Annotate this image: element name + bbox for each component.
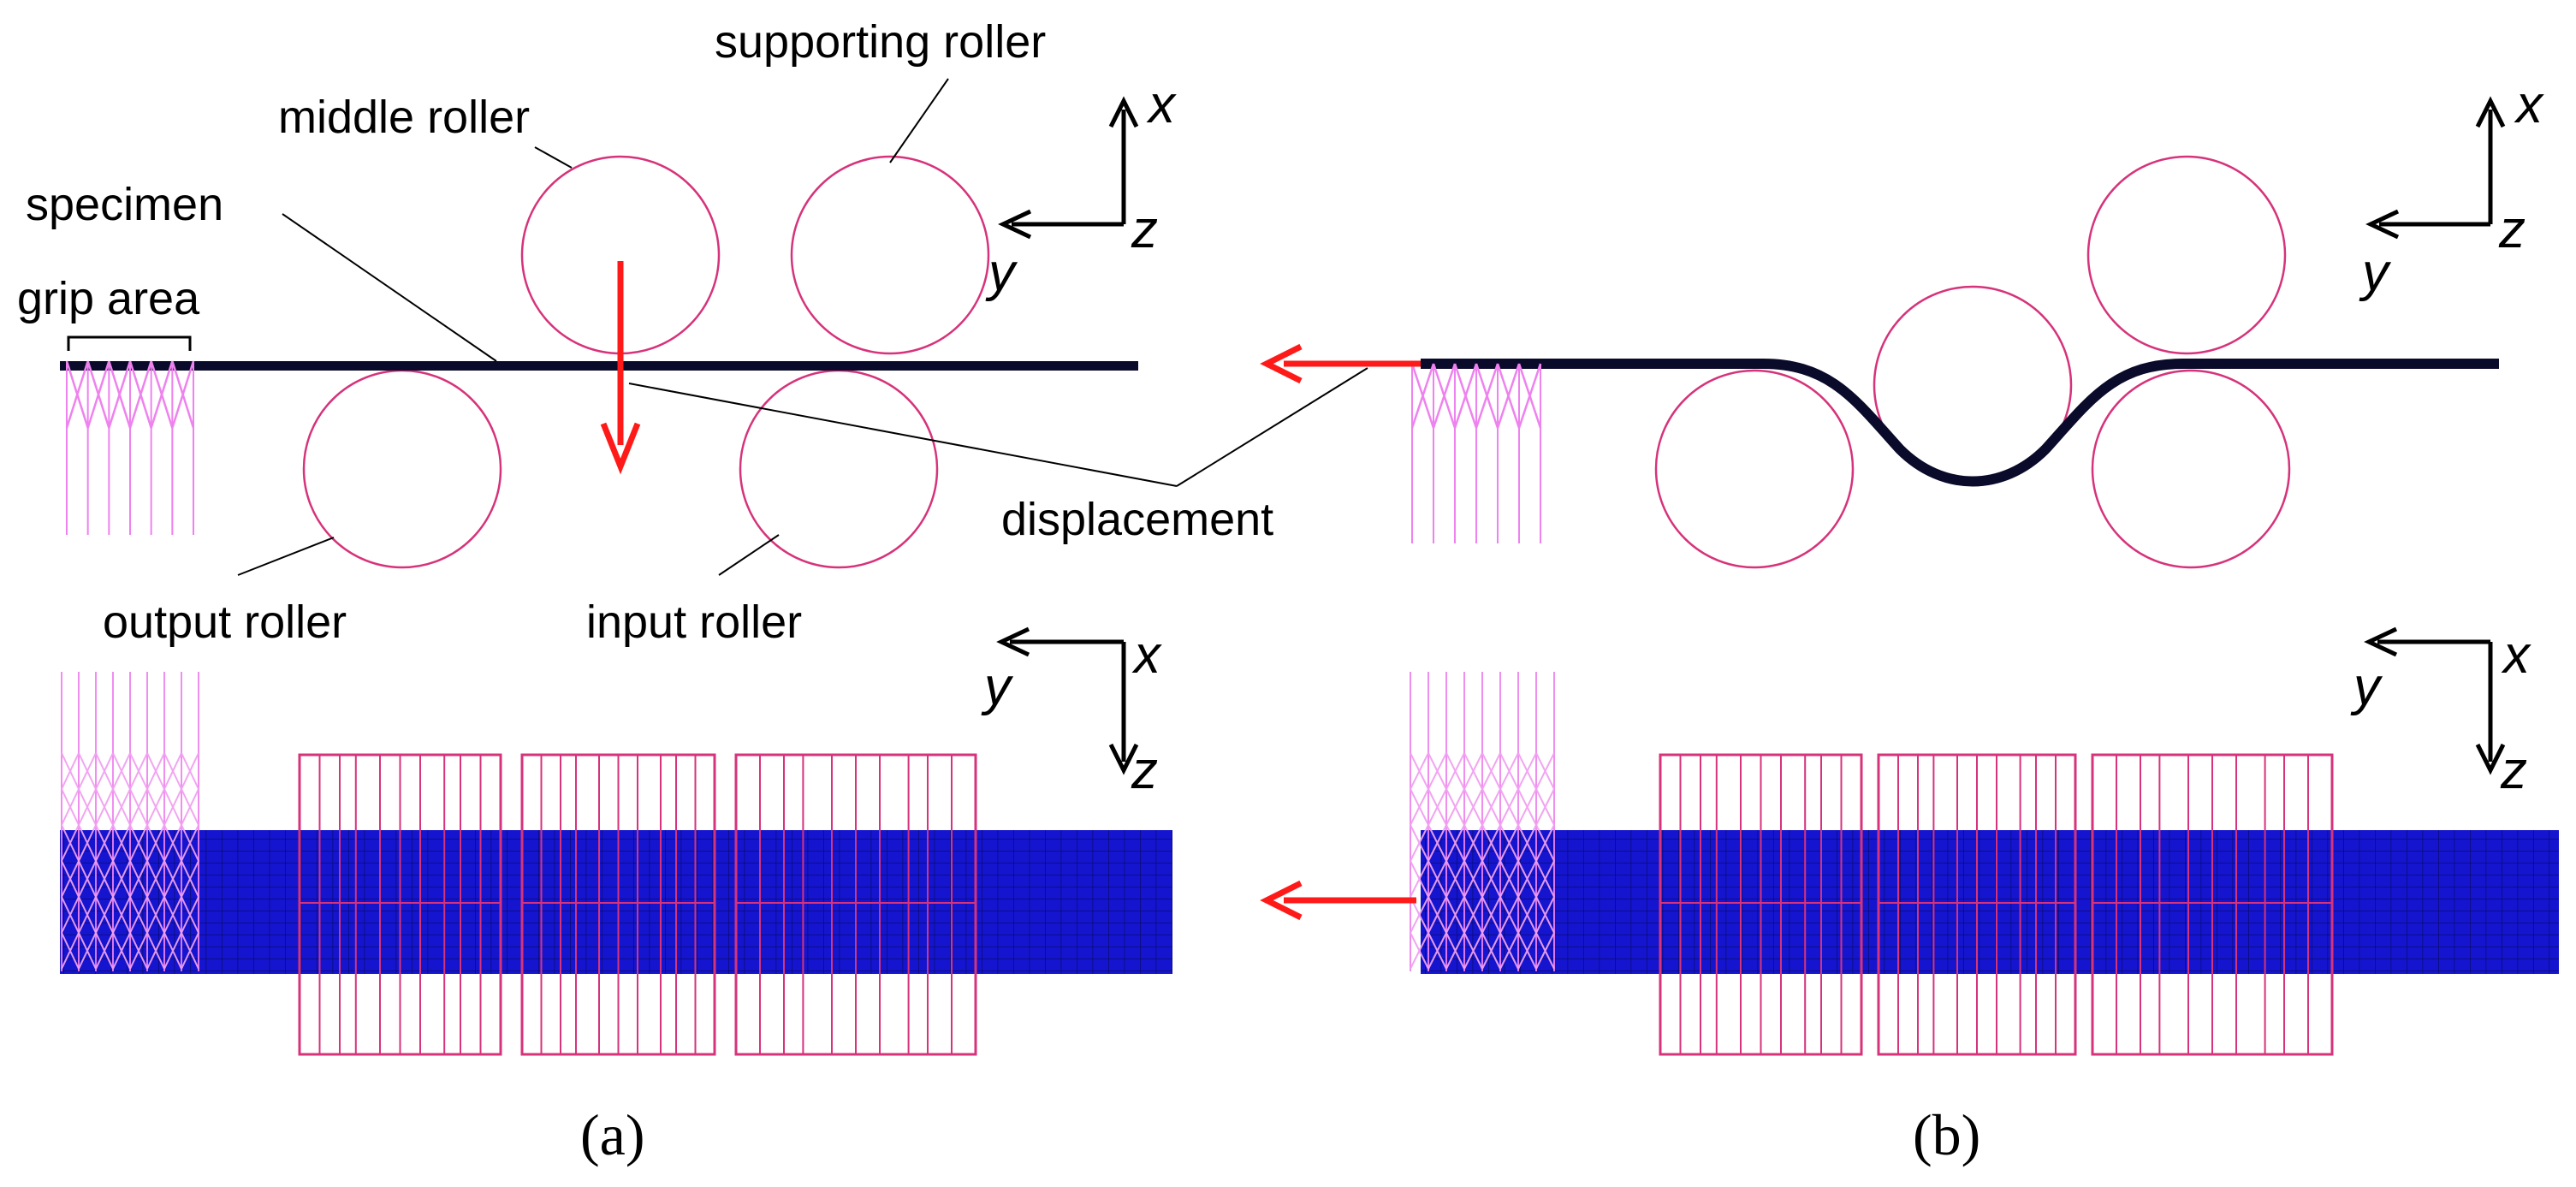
axis-y-label-a-bottom: y bbox=[984, 657, 1011, 716]
specimen bbox=[60, 361, 1138, 371]
input-roller-b bbox=[2091, 369, 2291, 569]
input-roller bbox=[739, 369, 939, 569]
axis-z-label-a-top: z bbox=[1131, 200, 1158, 259]
leader-input-roller bbox=[718, 534, 780, 576]
axis-y-label-b-top: y bbox=[2362, 243, 2389, 302]
displacement-arrowhead-b bbox=[1260, 343, 1303, 384]
specimen-bent bbox=[1421, 359, 2499, 487]
axis-x-label-b-bottom: x bbox=[2503, 626, 2530, 685]
axis-triad-a-bottom bbox=[996, 626, 1139, 775]
leader-displacement-b bbox=[1176, 367, 1368, 487]
axis-z-label-a-bottom: z bbox=[1131, 741, 1158, 800]
displacement-arrowhead-a bbox=[600, 422, 641, 475]
label-grip-area: grip area bbox=[17, 273, 200, 324]
grip-area-side bbox=[65, 360, 195, 535]
axis-y-label-a-top: y bbox=[988, 243, 1015, 302]
panel-a-plan-view bbox=[60, 626, 1172, 1056]
axis-triad-a-top bbox=[998, 96, 1139, 240]
leader-displacement-a bbox=[628, 383, 1178, 487]
rollers-plan-a bbox=[298, 753, 977, 1056]
leader-supporting-roller bbox=[889, 78, 949, 163]
grip-area-plan-a bbox=[61, 672, 199, 971]
caption-b: (b) bbox=[1913, 1102, 1981, 1167]
axis-triad-b-bottom bbox=[2364, 626, 2506, 775]
grip-area-side-b bbox=[1410, 363, 1542, 543]
axis-x-label-a-top: x bbox=[1149, 75, 1175, 134]
axis-triad-b-top bbox=[2365, 96, 2506, 240]
label-middle-roller: middle roller bbox=[278, 92, 531, 143]
leader-output-roller bbox=[237, 537, 335, 576]
rollers-plan-b bbox=[1659, 753, 2334, 1056]
grip-area-plan-b bbox=[1410, 672, 1555, 971]
panel-b-side-view bbox=[1176, 96, 2506, 569]
label-specimen: specimen bbox=[26, 179, 224, 230]
panel-b-plan-view bbox=[1260, 626, 2559, 1056]
leader-specimen bbox=[282, 213, 497, 362]
label-output-roller: output roller bbox=[103, 596, 347, 648]
axis-x-label-a-bottom: x bbox=[1134, 626, 1160, 685]
supporting-roller bbox=[790, 155, 990, 355]
label-displacement: displacement bbox=[1001, 494, 1274, 545]
leader-middle-roller bbox=[534, 146, 573, 169]
label-input-roller: input roller bbox=[586, 596, 803, 648]
axis-z-label-b-top: z bbox=[2499, 200, 2526, 259]
output-roller-b bbox=[1654, 369, 1855, 569]
grip-area-bracket bbox=[67, 335, 192, 351]
panel-a-side-view bbox=[60, 78, 1178, 576]
pull-arrowhead-plan-b bbox=[1260, 880, 1303, 921]
axis-z-label-b-bottom: z bbox=[2501, 741, 2527, 800]
supporting-roller-b bbox=[2086, 155, 2287, 355]
axis-x-label-b-top: x bbox=[2516, 75, 2543, 134]
axis-y-label-b-bottom: y bbox=[2353, 657, 2380, 716]
caption-a: (a) bbox=[580, 1102, 645, 1167]
label-supporting-roller: supporting roller bbox=[715, 16, 1047, 68]
